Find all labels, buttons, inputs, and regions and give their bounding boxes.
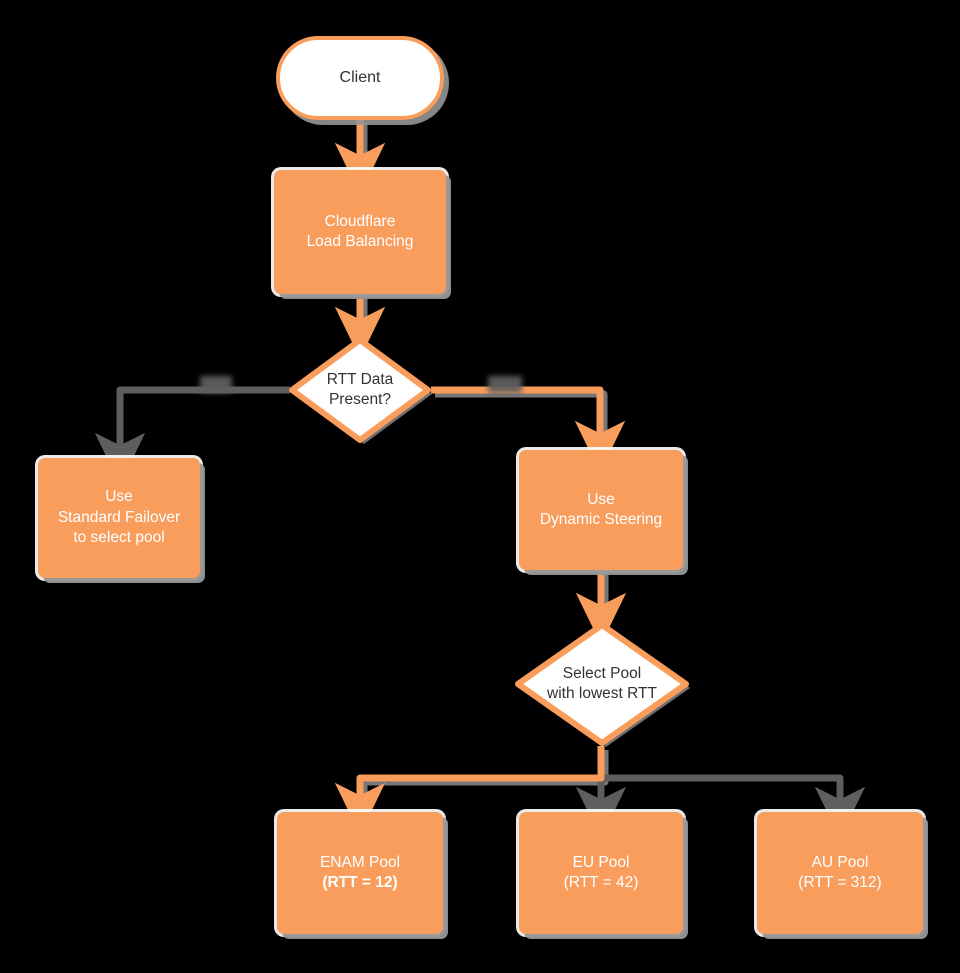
node-standard-failover-label: Use Standard Failover to select pool xyxy=(57,488,181,547)
node-eu-pool[interactable]: EU Pool (RTT = 42) xyxy=(519,812,683,934)
node-eu-pool-rtt: (RTT = 42) xyxy=(563,874,639,891)
node-select-pool[interactable]: Select Pool with lowest RTT xyxy=(513,620,691,748)
node-enam-pool[interactable]: ENAM Pool (RTT = 12) xyxy=(277,812,443,934)
node-client[interactable]: Client xyxy=(276,36,444,120)
node-standard-failover[interactable]: Use Standard Failover to select pool xyxy=(38,458,200,578)
node-eu-pool-name: EU Pool xyxy=(572,853,630,871)
node-enam-pool-name: ENAM Pool xyxy=(319,853,401,871)
edge-label-yes xyxy=(488,376,522,393)
node-client-label: Client xyxy=(339,69,381,87)
node-rtt-decision[interactable]: RTT Data Present? xyxy=(286,334,434,446)
node-load-balancing[interactable]: Cloudflare Load Balancing xyxy=(274,170,446,294)
node-au-pool-rtt: (RTT = 312) xyxy=(798,874,882,891)
node-load-balancing-label: Cloudflare Load Balancing xyxy=(306,212,414,250)
edge-label-no xyxy=(200,376,232,393)
node-dynamic-steering-label: Use Dynamic Steering xyxy=(539,490,663,528)
node-dynamic-steering[interactable]: Use Dynamic Steering xyxy=(519,450,683,570)
node-au-pool[interactable]: AU Pool (RTT = 312) xyxy=(757,812,923,934)
node-au-pool-name: AU Pool xyxy=(811,853,869,871)
node-enam-pool-rtt: (RTT = 12) xyxy=(322,874,398,891)
